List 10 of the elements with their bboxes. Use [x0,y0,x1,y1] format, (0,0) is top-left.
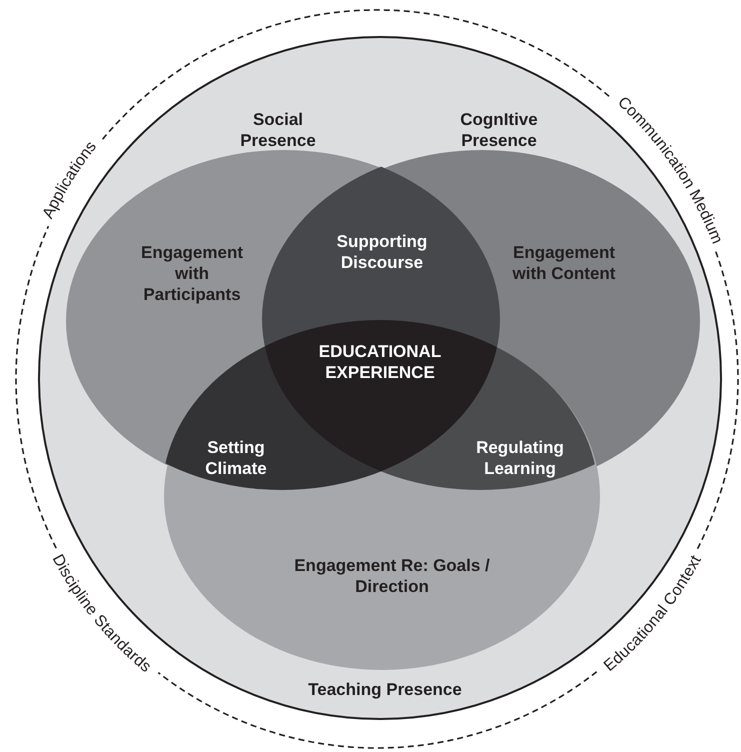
element-label: Engagement with Content [512,242,616,284]
element-label: Engagement Re: Goals / Direction [293,555,491,597]
overlap-label: Setting Climate [204,437,268,479]
element-label: Engagement with Participants [140,242,244,305]
overlap-label: EDUCATIONAL EXPERIENCE [318,341,442,383]
overlap-label: Regulating Learning [475,437,565,479]
overlap-label: Supporting Discourse [336,231,428,273]
presence-heading: Teaching Presence [307,679,463,700]
presence-heading: CognItive Presence [459,109,539,151]
presence-heading: Social Presence [239,109,317,151]
